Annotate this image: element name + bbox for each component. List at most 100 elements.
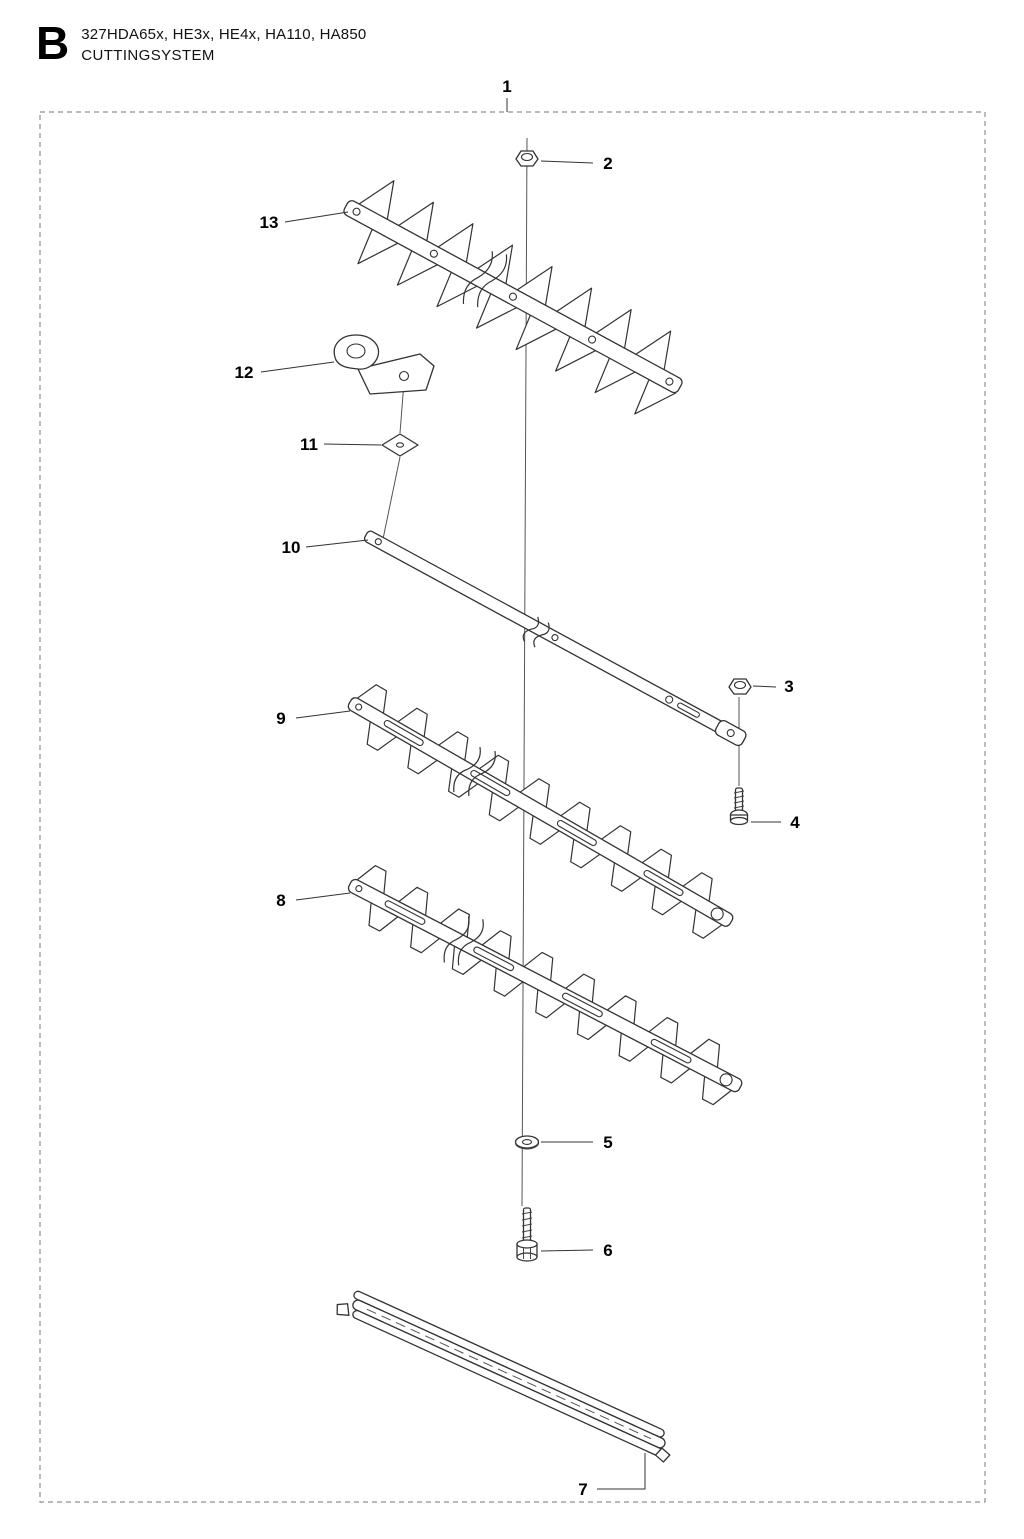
blade-8-slot [561, 992, 603, 1018]
page-header: B 327HDA65x, HE3x, HE4x, HA110, HA850 CU… [36, 17, 366, 69]
bolt-head-top [516, 1239, 538, 1249]
leader-13 [284, 211, 349, 223]
bar-hole [374, 538, 382, 546]
bar-slot [677, 702, 700, 718]
bar-hole [551, 634, 559, 642]
guard-rail-mid [352, 1299, 666, 1449]
break-mark [522, 616, 540, 642]
part-label-6: 6 [603, 1241, 612, 1260]
blade-teeth-path [355, 865, 733, 1106]
guard-rail-top [353, 1290, 665, 1438]
blade-13-hole [665, 377, 674, 386]
part-label-3: 3 [784, 677, 793, 696]
blade-9-teeth [355, 684, 724, 939]
assembly-boundary-border [39, 111, 986, 1503]
part-6-bolt [516, 1207, 538, 1262]
part-2-hex-nut [515, 150, 539, 167]
bolt-head-flats [523, 1247, 531, 1259]
part-label-2: 2 [603, 154, 612, 173]
blade-8-hole [355, 885, 363, 893]
bolt-head-bottom [516, 1252, 538, 1262]
part-label-5: 5 [603, 1133, 612, 1152]
bracket-hole [398, 370, 410, 382]
blade-9-slot [470, 769, 511, 797]
break-mark [477, 254, 508, 308]
guard-end-tab-left [336, 1303, 350, 1316]
bracket-hook-hole [346, 343, 366, 359]
part-label-11: 11 [300, 435, 318, 454]
model-list: 327HDA65x, HE3x, HE4x, HA110, HA850 [81, 26, 367, 43]
break-mark [468, 750, 496, 797]
screw-threads [733, 790, 745, 809]
break-mark [462, 251, 493, 304]
blade-8-spine [347, 878, 743, 1093]
nut-hole [733, 680, 747, 690]
washer-hole [395, 442, 405, 448]
blade-8-slot [473, 946, 515, 972]
part-label-8: 8 [276, 891, 285, 910]
part-label-7: 7 [578, 1480, 587, 1499]
part-13-upper-blade [343, 180, 683, 415]
blade-13-hole [429, 249, 438, 258]
leader-10 [305, 539, 369, 548]
blade-9-hole [355, 703, 363, 711]
part-label-10: 10 [282, 538, 301, 557]
part-label-12: 12 [235, 363, 254, 382]
blade-8-end-hole [719, 1073, 733, 1087]
bar-end-hole [726, 728, 735, 738]
washer-hole [521, 1139, 533, 1145]
blade-13-hole [508, 292, 518, 301]
blade-8-teeth [355, 865, 733, 1106]
blade-13-teeth [357, 180, 677, 415]
part-7-blade-guard [336, 1290, 671, 1463]
part-9-cutter-blade [347, 684, 734, 939]
leader-6 [540, 1249, 594, 1252]
leader-2 [540, 160, 594, 164]
washer-thickness [515, 1142, 539, 1150]
part-10-support-bar [363, 530, 747, 747]
part-11-square-washer [381, 433, 419, 457]
part-8-cutter-blade [347, 865, 743, 1106]
break-mark [453, 746, 481, 793]
leader-11 [323, 443, 382, 446]
diagram-title: CUTTINGSYSTEM [81, 47, 215, 64]
blade-9-end-hole [710, 907, 724, 921]
bar-hole [665, 695, 674, 704]
blade-9-spine [347, 697, 734, 927]
blade-8-slot [650, 1038, 692, 1064]
nut-hole [520, 152, 534, 162]
part-label-4: 4 [790, 813, 800, 832]
break-mark [533, 622, 550, 648]
blade-8-slot [384, 900, 426, 925]
part-5-washer [514, 1135, 540, 1150]
blade-9-slot [643, 869, 684, 897]
blade-teeth-path [355, 684, 724, 939]
header-titles: 327HDA65x, HE3x, HE4x, HA110, HA850 CUTT… [81, 24, 366, 64]
leader-8 [295, 892, 351, 901]
part-4-screw [729, 787, 749, 826]
leader-7 [597, 1453, 646, 1490]
bracket-plate [357, 353, 435, 395]
part-label-13: 13 [260, 213, 279, 232]
blade-13-hole [588, 335, 597, 344]
leader-9 [295, 710, 351, 719]
part-3-hex-nut [728, 678, 752, 695]
break-mark [443, 916, 470, 963]
part-label-9: 9 [276, 709, 285, 728]
screw-head-bottom [729, 816, 749, 826]
blade-9-slot [383, 719, 424, 747]
part-12-blade-guide [333, 334, 435, 395]
guard-end-tab-right [654, 1447, 671, 1463]
connector-11-10 [382, 456, 401, 540]
guard-centerline [366, 1308, 652, 1440]
break-mark [457, 919, 484, 966]
blade-teeth-path [357, 180, 677, 415]
section-letter: B [36, 17, 70, 69]
leader-3 [752, 685, 777, 688]
leader-12 [260, 361, 335, 373]
part-label-1: 1 [502, 77, 511, 96]
blade-13-hole [352, 207, 361, 216]
bolt-threads [521, 1211, 533, 1239]
